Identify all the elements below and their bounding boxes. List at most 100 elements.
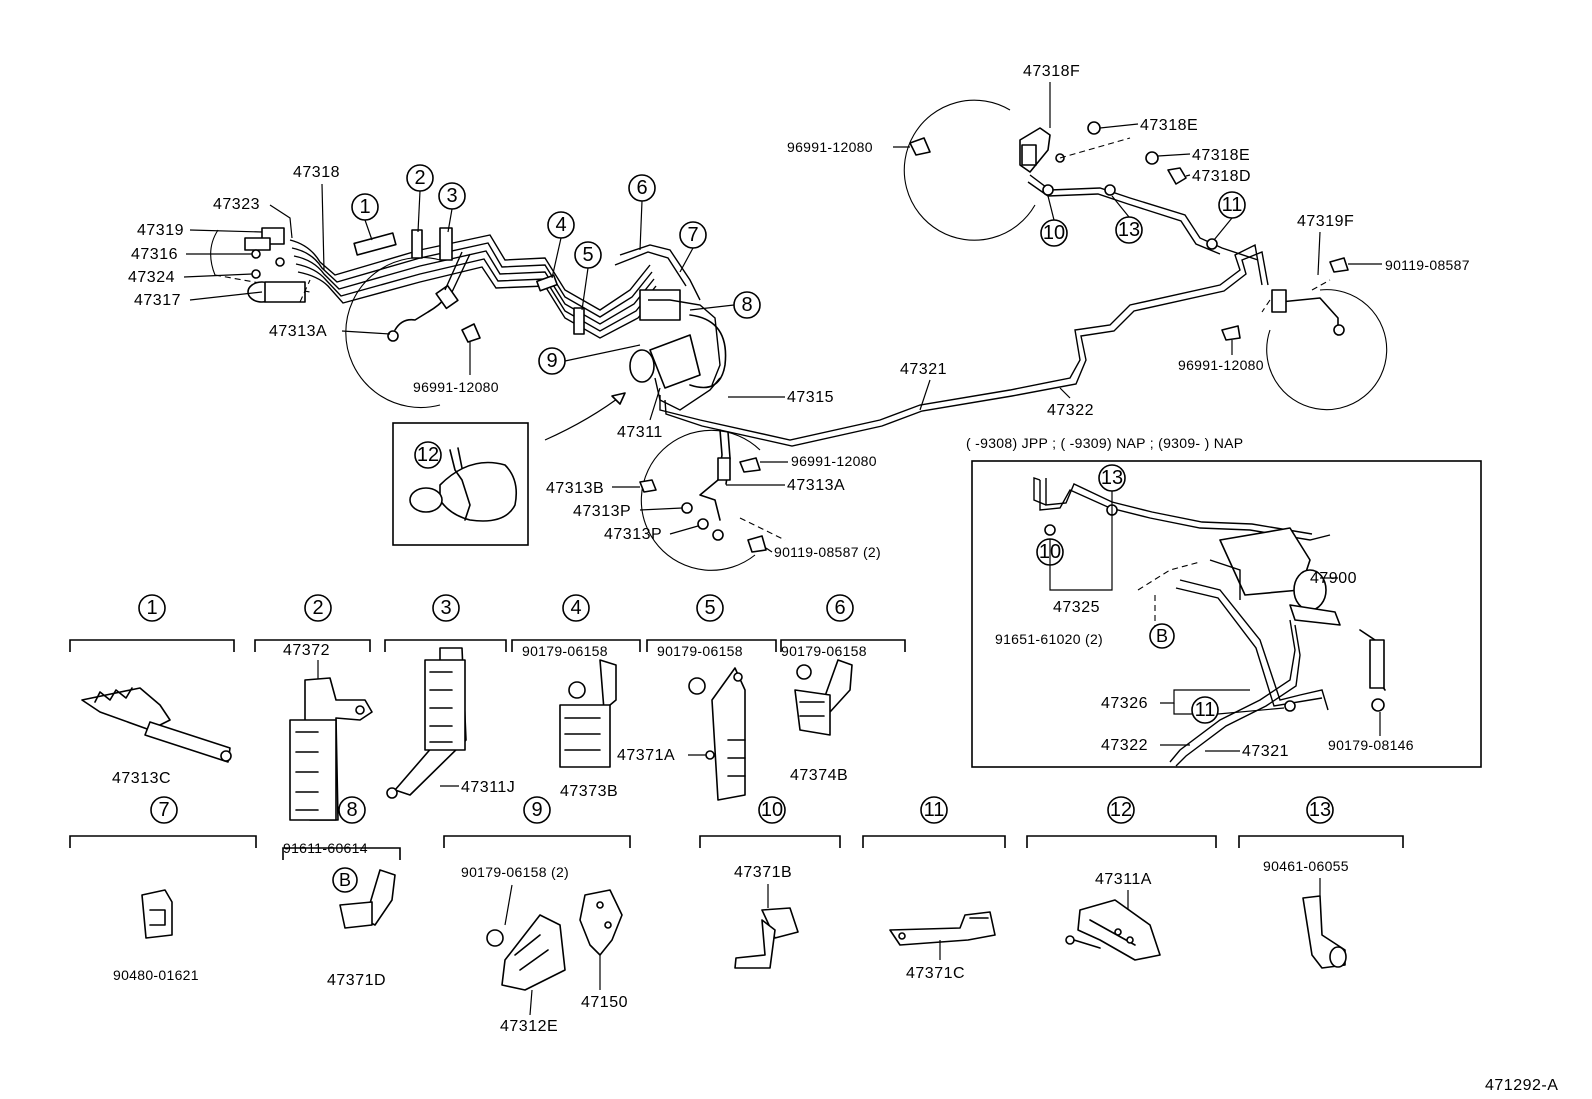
clip-96991-b [461, 323, 481, 343]
label-47325: 47325 [1053, 599, 1100, 616]
label-47313B: 47313B [546, 480, 604, 497]
label-47311A: 47311A [1095, 871, 1152, 888]
label-96991-12080-c: 96991-12080 [1178, 357, 1264, 373]
label-47313P-b: 47313P [604, 526, 662, 543]
callout-11: 11 [1222, 194, 1243, 216]
label-96991-12080-a: 96991-12080 [787, 139, 873, 155]
label-47313P-a: 47313P [573, 503, 631, 520]
callout-9-row: 9 [531, 799, 542, 821]
label-47313C: 47313C [112, 770, 171, 787]
label-47313A-a: 47313A [269, 323, 327, 340]
label-47312E: 47312E [500, 1018, 558, 1035]
label-47318E-a: 47318E [1140, 117, 1198, 134]
label-47322: 47322 [1047, 402, 1094, 419]
callout-B-inset: B [1156, 626, 1168, 646]
label-90179-06158-c: 90179-06158 [781, 643, 867, 659]
callout-13-inset: 13 [1101, 467, 1123, 489]
parts-row-1: 1 2 3 4 5 6 47313C 47372 47311J 90179-06… [69, 594, 906, 821]
label-90119-08587-2: 90119-08587 (2) [774, 544, 881, 560]
label-90179-06158-b: 90179-06158 [657, 643, 743, 659]
bolt-47313B [639, 479, 657, 493]
label-90179-08146: 90179-08146 [1328, 737, 1414, 753]
front-right-disc [640, 429, 786, 571]
callout-13: 13 [1118, 219, 1140, 241]
callout-3: 3 [446, 185, 457, 207]
callout-13-row: 13 [1309, 799, 1331, 821]
main-tube-bundle [289, 234, 659, 339]
callout-5-row: 5 [704, 597, 715, 619]
label-47315: 47315 [787, 389, 834, 406]
detail-box-12: 12 [392, 422, 529, 546]
callout-1: 1 [359, 196, 370, 218]
callout-12-row: 12 [1110, 799, 1132, 821]
clamp-4 [536, 274, 558, 292]
label-90119-08587: 90119-08587 [1385, 257, 1470, 273]
inset-labels: 47900 47325 91651-61020 (2) 47326 47322 … [995, 491, 1414, 760]
callout-2-row: 2 [312, 597, 323, 619]
label-47326: 47326 [1101, 695, 1148, 712]
joint-11-top [1206, 238, 1218, 250]
callout-6-row: 6 [834, 597, 845, 619]
label-90461-06055: 90461-06055 [1263, 858, 1349, 874]
parts-row-2: 7 8 9 10 11 12 13 90480-01621 91611-6061… [69, 796, 1404, 1035]
label-47313A-b: 47313A [787, 477, 845, 494]
label-47318F: 47318F [1023, 63, 1080, 80]
label-47319F: 47319F [1297, 213, 1354, 230]
bolt-47318D [1167, 167, 1187, 185]
callout-B-row: B [339, 870, 351, 890]
callout-2: 2 [414, 167, 425, 189]
label-47318D: 47318D [1192, 168, 1251, 185]
callout-12-circle [414, 441, 442, 469]
label-90480-01621: 90480-01621 [113, 967, 199, 983]
label-47316: 47316 [131, 246, 178, 263]
label-47371D: 47371D [327, 972, 386, 989]
label-90179-06158-a: 90179-06158 [522, 643, 608, 659]
bleeder-47318E-b [1145, 151, 1159, 165]
label-91611-60614: 91611-60614 [283, 840, 368, 856]
label-47374B: 47374B [790, 767, 848, 784]
label-96991-12080-b: 96991-12080 [413, 379, 499, 395]
callout-7: 7 [687, 224, 698, 246]
label-47311J: 47311J [461, 779, 515, 796]
inset-header: ( -9308) JPP ; ( -9309) NAP ; (9309- ) N… [966, 435, 1243, 451]
clip-96991-c [1221, 325, 1241, 341]
front-left-disc [345, 256, 459, 409]
labels-main: 47318F 47318E 47318E 47318D 96991-12080 … [128, 63, 1470, 560]
callout-4: 4 [555, 214, 566, 236]
bleeder-47318E-a [1087, 121, 1101, 135]
callout-7-row: 7 [158, 799, 169, 821]
clamp-3 [439, 227, 453, 261]
label-47373B: 47373B [560, 783, 618, 800]
callout-10: 10 [1043, 222, 1065, 244]
clamp-1 [353, 232, 397, 256]
callout-1-row: 1 [146, 597, 157, 619]
rear-upper-tubes [1027, 174, 1259, 261]
callout-leaders-main [364, 190, 1233, 362]
detail-arrow [544, 392, 626, 441]
rear-right-disc-upper [903, 99, 1131, 241]
callout-4-row: 4 [570, 597, 581, 619]
label-90179-06158-2: 90179-06158 (2) [461, 864, 569, 880]
callout-11-row: 11 [924, 799, 945, 821]
callout-10-row: 10 [761, 799, 783, 821]
label-47371B: 47371B [734, 864, 792, 881]
label-47372: 47372 [283, 642, 330, 659]
label-47318: 47318 [293, 164, 340, 181]
master-cylinder-left [210, 227, 311, 303]
diagram-id: 471292-A [1485, 1077, 1558, 1094]
rear-main-tubes [659, 243, 1269, 447]
callout-3-row: 3 [440, 597, 451, 619]
callout-6: 6 [636, 177, 647, 199]
clamp-2 [411, 229, 423, 259]
joint-10-top [1042, 184, 1054, 196]
label-47371C: 47371C [906, 965, 965, 982]
brake-booster-center [614, 244, 727, 411]
clamp-5 [573, 307, 585, 335]
callout-9: 9 [546, 350, 557, 372]
label-47311: 47311 [617, 424, 663, 441]
label-47321-inset: 47321 [1242, 743, 1289, 760]
inset-box [971, 460, 1482, 768]
bolt-90119-b [747, 535, 767, 553]
label-47324: 47324 [128, 269, 175, 286]
